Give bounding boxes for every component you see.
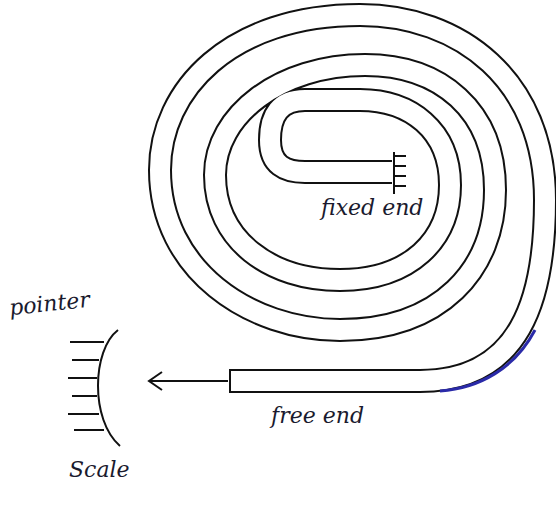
free-end-cap xyxy=(229,369,231,393)
fixed-end-clamp xyxy=(394,152,406,194)
scale-label: Scale xyxy=(66,458,133,482)
blue-shading xyxy=(440,330,535,391)
pointer-label: pointer xyxy=(5,288,94,321)
fixed-end-label: fixed end xyxy=(318,196,426,220)
scale-symbol xyxy=(68,330,120,446)
spiral-tube-outline xyxy=(160,15,545,381)
free-end-label: free end xyxy=(268,404,367,428)
spiral-tube-bore xyxy=(160,15,545,381)
pointer-arrow xyxy=(149,372,228,390)
